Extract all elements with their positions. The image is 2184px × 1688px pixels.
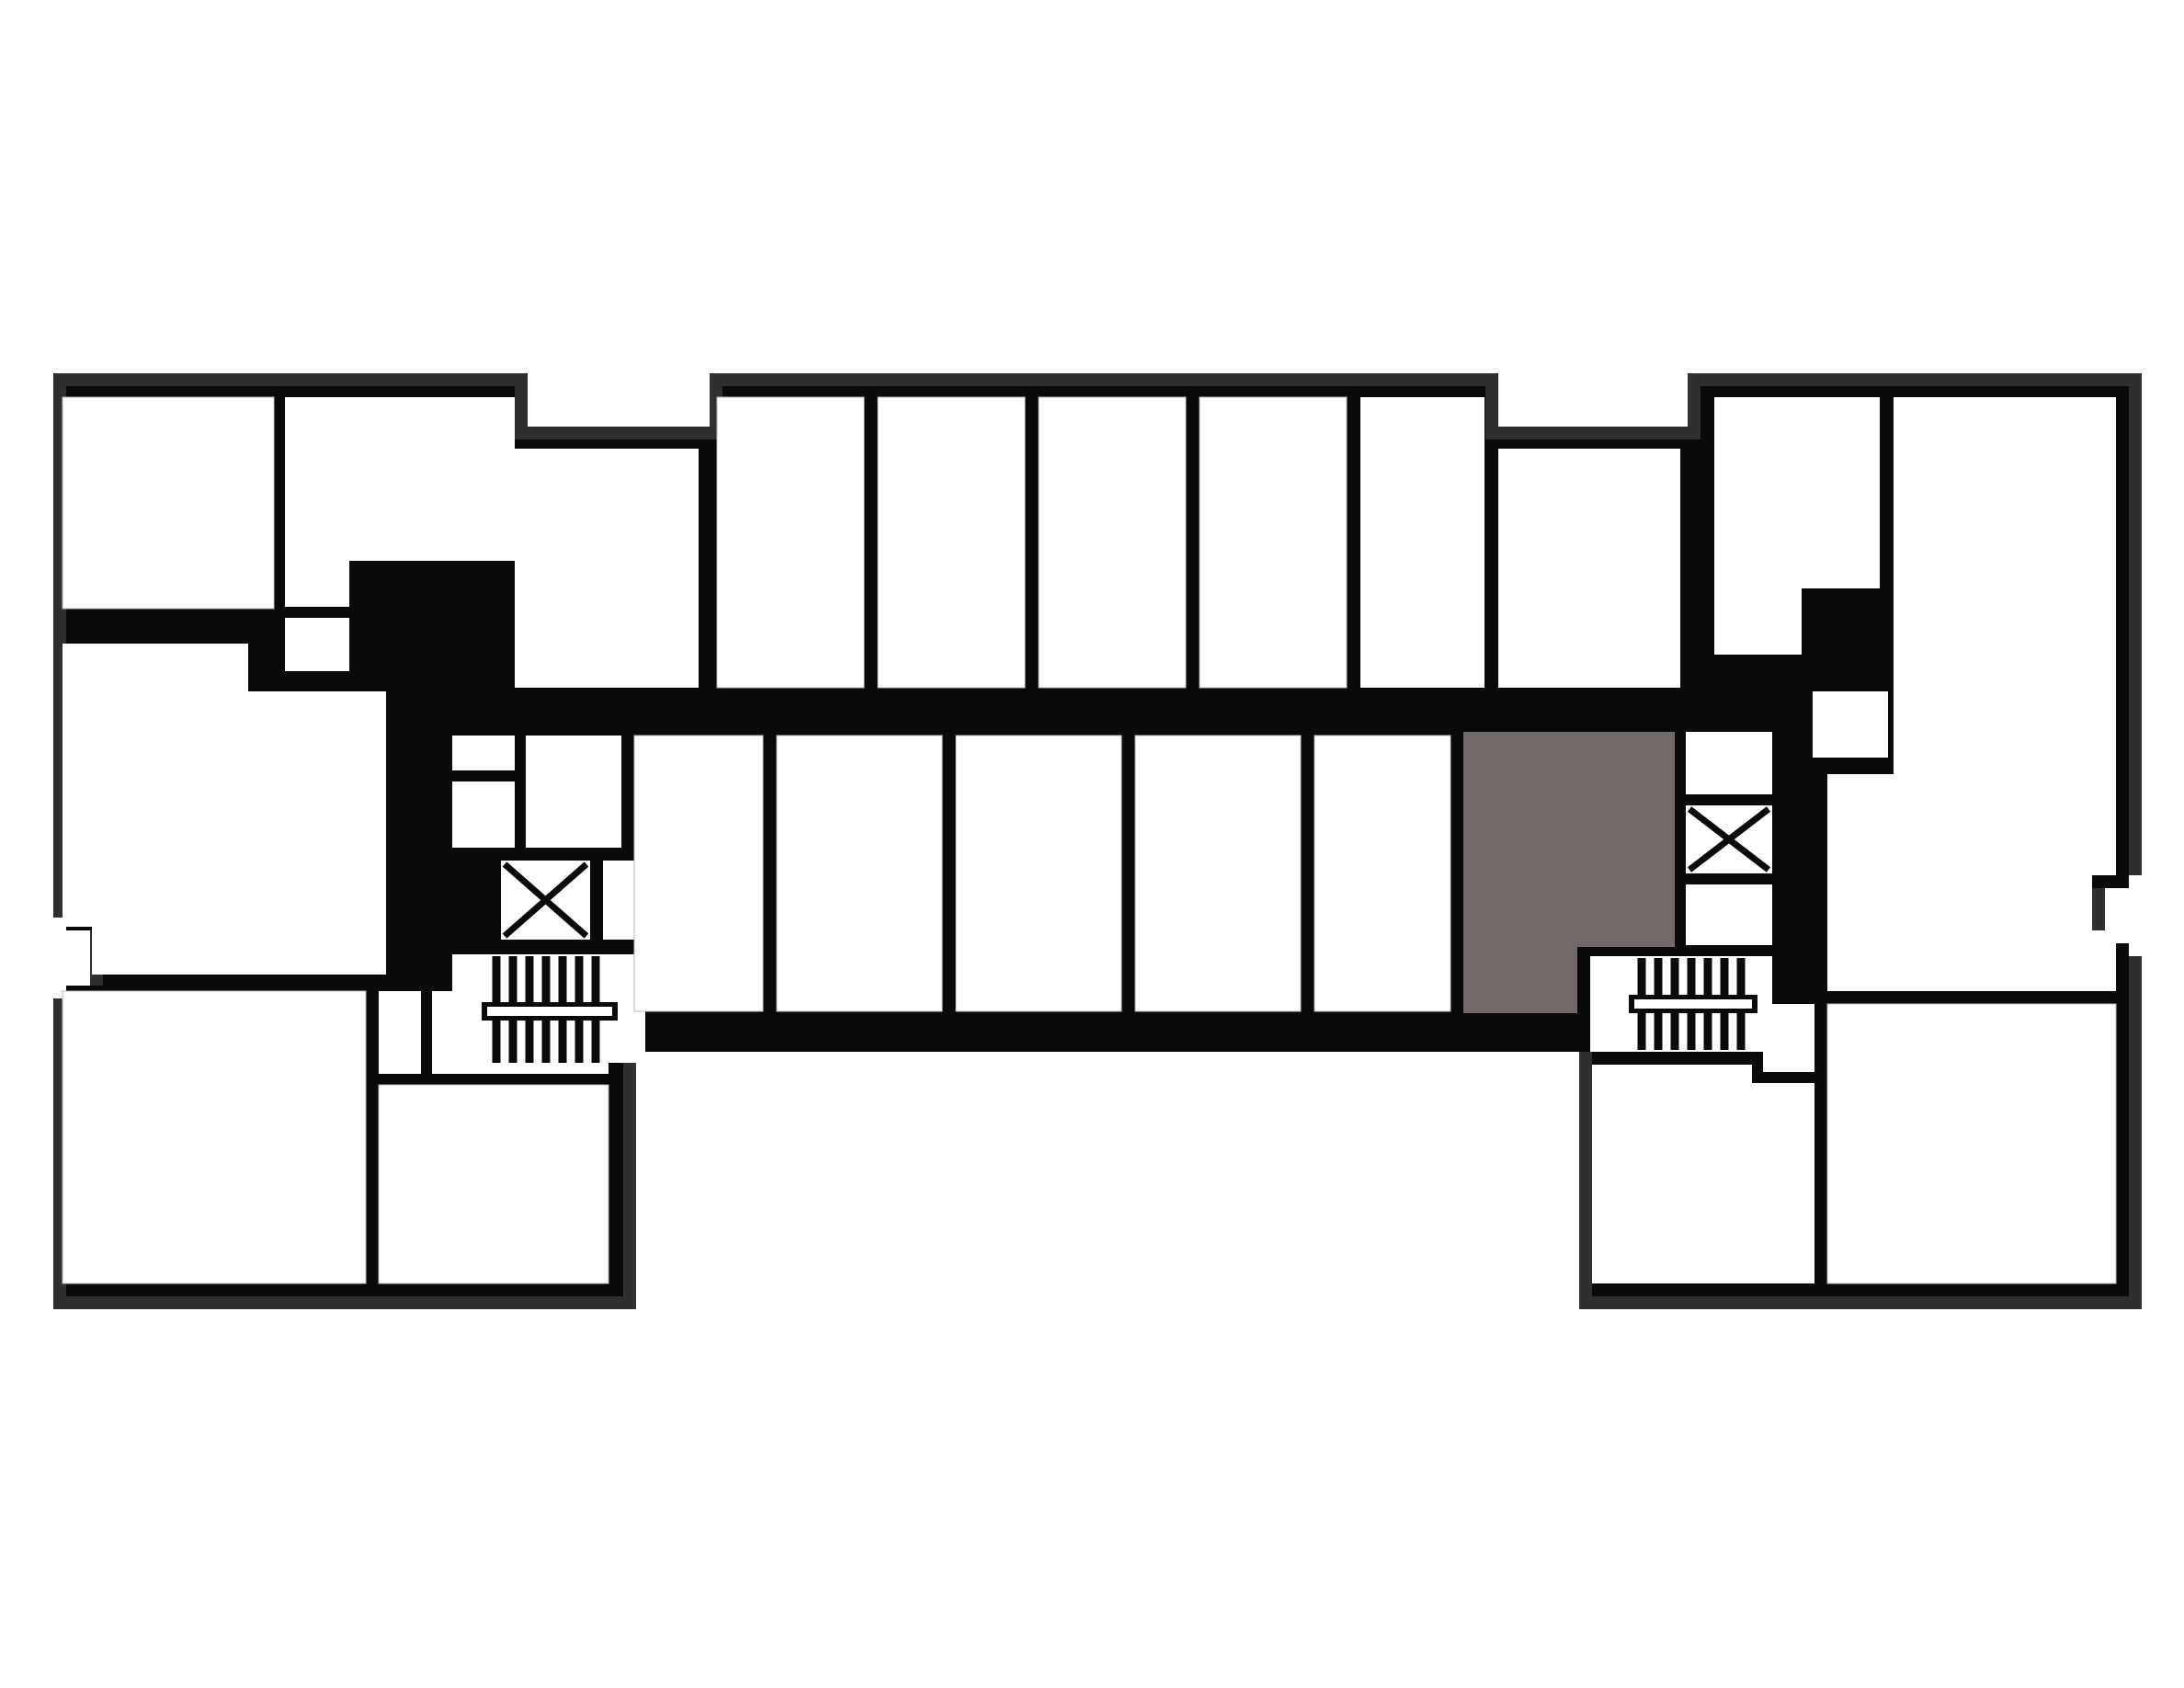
elevator-left-cross-icon-2: [502, 861, 589, 939]
closet-ne-2[interactable]: [1899, 691, 1923, 758]
north-band-rooms: [63, 397, 2116, 855]
wall-hairlines: [62, 396, 2117, 1284]
room-north-e[interactable]: [1200, 397, 1347, 688]
lobby-core-right[interactable]: [1686, 732, 1772, 794]
closet-ne-1[interactable]: [1813, 691, 1888, 758]
room-sw-1[interactable]: [63, 991, 366, 1283]
room-corridor-3[interactable]: [956, 736, 1121, 1011]
room-core-right-side[interactable]: [1686, 884, 1772, 945]
room-se-corridor-stub[interactable]: [1763, 1004, 1814, 1072]
room-e-2[interactable]: [1827, 1004, 2116, 1283]
west-wing-rooms: [63, 644, 609, 1283]
room-e-1[interactable]: [1827, 774, 2116, 991]
room-corridor-1[interactable]: [634, 736, 763, 1011]
stair-right-landing-inner: [1634, 999, 1752, 1009]
room-corridor-5[interactable]: [1314, 736, 1450, 1011]
room-north-g[interactable]: [1498, 449, 1680, 688]
highlighted-unit[interactable]: [1463, 732, 1675, 1013]
room-north-c[interactable]: [878, 397, 1025, 688]
room-north-f[interactable]: [1360, 397, 1484, 688]
room-sw-corridor-stub[interactable]: [379, 991, 421, 1074]
stair-left-treads-icon: [492, 956, 600, 1009]
room-nw-3[interactable]: [285, 618, 349, 671]
elevator-right-cross-icon-2: [1687, 806, 1771, 873]
room-nw-1[interactable]: [63, 397, 274, 609]
room-se-1[interactable]: [1592, 1065, 1814, 1283]
room-nw-2[interactable]: [285, 397, 515, 607]
lobby-core-left[interactable]: [526, 736, 621, 848]
room-sw-2[interactable]: [379, 1085, 609, 1283]
core-left: [452, 736, 645, 1063]
room-ne-i[interactable]: [1894, 397, 2116, 855]
room-north-a[interactable]: [515, 449, 699, 688]
room-north-b[interactable]: [717, 397, 864, 688]
closet-core-left-1[interactable]: [452, 736, 515, 770]
stair-right-treads-lower-icon: [1637, 1011, 1746, 1050]
selected-unit-fill[interactable]: [1463, 732, 1675, 1013]
room-corridor-4[interactable]: [1135, 736, 1301, 1011]
east-wing-rooms: [1592, 774, 2116, 1283]
stair-left-landing-inner: [487, 1007, 612, 1016]
room-corridor-2[interactable]: [777, 736, 942, 1011]
room-north-d[interactable]: [1039, 397, 1186, 688]
room-ne-h[interactable]: [1714, 397, 1880, 655]
core-right: [1590, 732, 1772, 1052]
room-w-1[interactable]: [63, 644, 386, 975]
corridor-band-rooms: [634, 736, 1450, 1011]
stair-left-treads-lower-icon: [492, 1019, 600, 1063]
closet-core-left-2[interactable]: [452, 781, 515, 848]
